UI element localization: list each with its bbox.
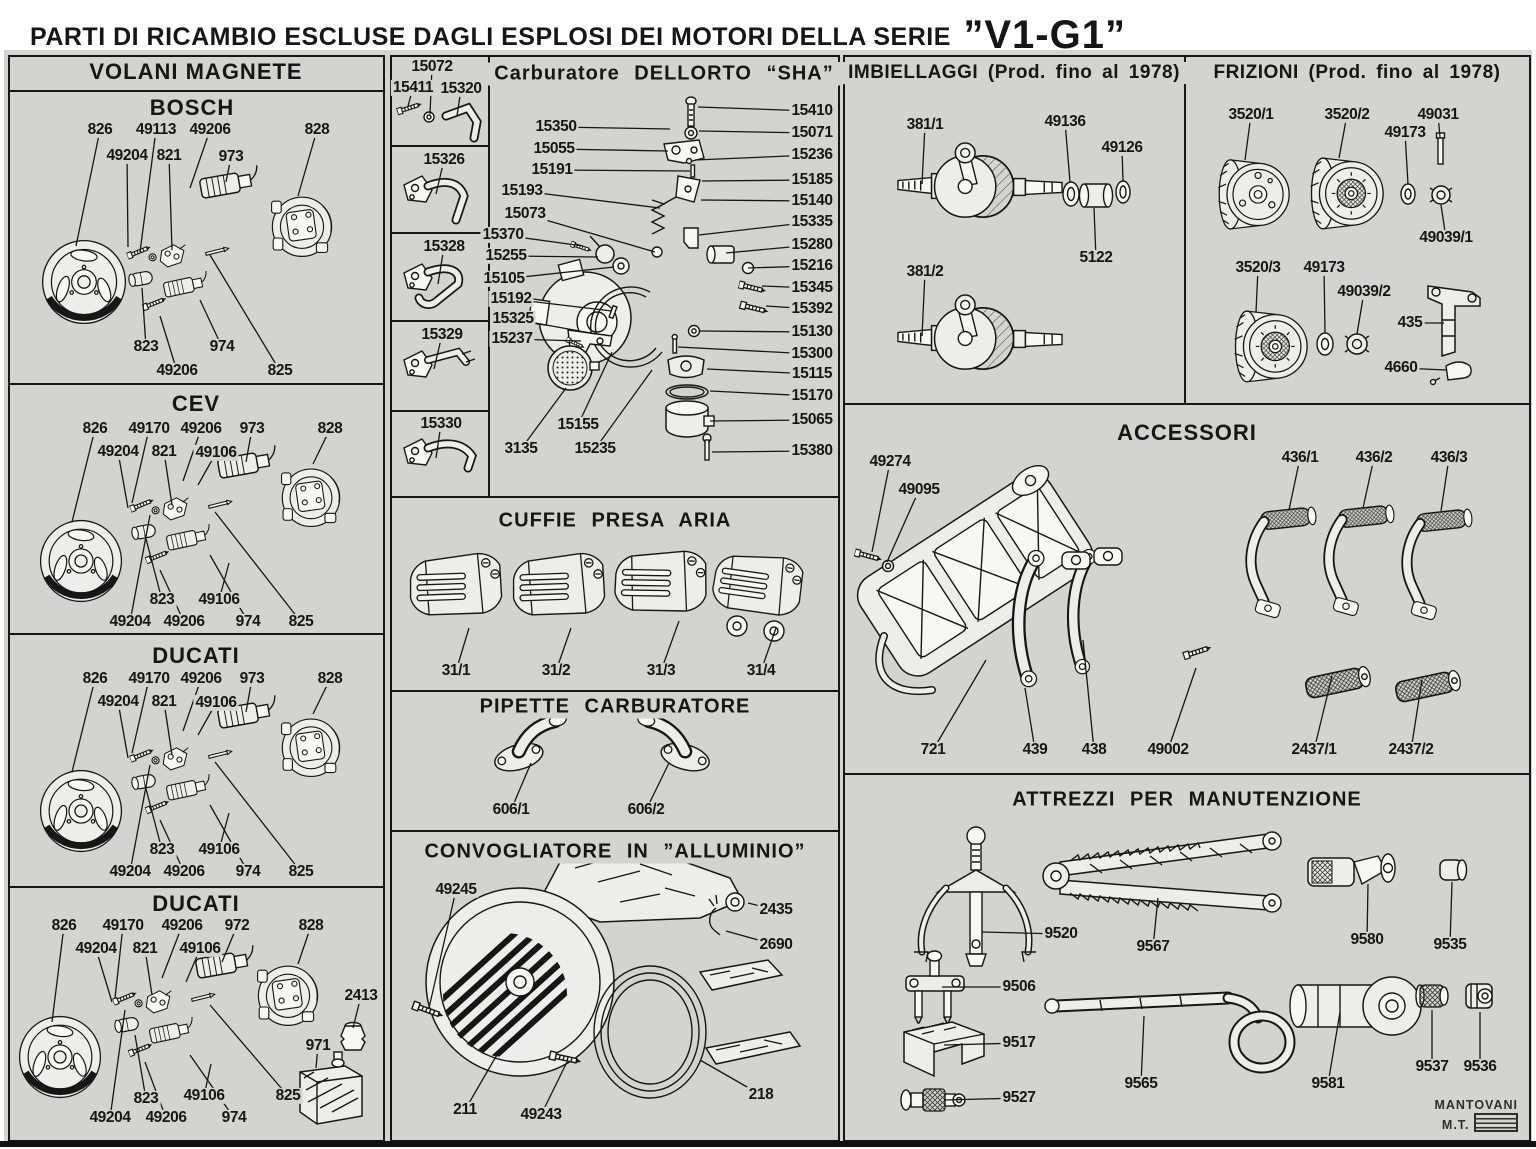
cev-title: CEV <box>161 391 231 417</box>
page-bottom-rule <box>0 1141 1536 1147</box>
divider-cev-ducati <box>8 633 385 635</box>
ducati2-title: DUCATI <box>142 891 250 917</box>
accessori-box <box>843 403 1531 775</box>
levers-divider-1 <box>390 145 490 147</box>
convogliatore-box <box>390 830 840 1142</box>
divider-ducati-ducati <box>8 886 385 888</box>
page-title-text: PARTI DI RICAMBIO ESCLUSE DAGLI ESPLOSI … <box>30 23 951 51</box>
levers-divider-4 <box>390 410 490 412</box>
carburetor-box <box>488 55 840 498</box>
volani-magnete-box <box>8 55 385 1142</box>
levers-column-box <box>390 55 490 498</box>
frizioni-box <box>1184 55 1531 405</box>
cuffie-title: CUFFIE PRESA ARIA <box>488 509 742 533</box>
frizioni-title: FRIZIONI (Prod. fino al 1978) <box>1203 62 1511 84</box>
page-title-series: ”V1-G1” <box>963 13 1126 57</box>
attrezzi-title: ATTREZZI PER MANUTENZIONE <box>1002 788 1372 812</box>
bosch-title: BOSCH <box>139 95 245 121</box>
imbiellaggi-box <box>843 55 1186 405</box>
imbiellaggi-title: IMBIELLAGGI (Prod. fino al 1978) <box>838 62 1190 84</box>
convogliatore-title: CONVOGLIATORE IN ”ALLUMINIO” <box>414 840 816 864</box>
pipette-title: PIPETTE CARBURATORE <box>469 695 761 719</box>
volani-title: VOLANI MAGNETE <box>79 59 313 85</box>
accessori-title: ACCESSORI <box>1107 420 1267 446</box>
divider-bosch-cev <box>8 383 385 385</box>
publisher-initials: M.T. <box>1441 1118 1470 1132</box>
levers-divider-3 <box>390 320 490 322</box>
volani-header-divider <box>8 90 385 92</box>
levers-divider-2 <box>390 232 490 234</box>
page-title: PARTI DI RICAMBIO ESCLUSE DAGLI ESPLOSI … <box>30 10 1126 57</box>
carburetor-title: Carburatore DELLORTO “SHA” <box>484 62 844 86</box>
publisher-name: MANTOVANI <box>1434 1098 1518 1112</box>
attrezzi-box <box>843 773 1531 1142</box>
ducati1-title: DUCATI <box>142 643 250 669</box>
publisher-mark: MANTOVANI M.T. <box>1434 1098 1518 1133</box>
publisher-logo <box>1474 1113 1518 1132</box>
